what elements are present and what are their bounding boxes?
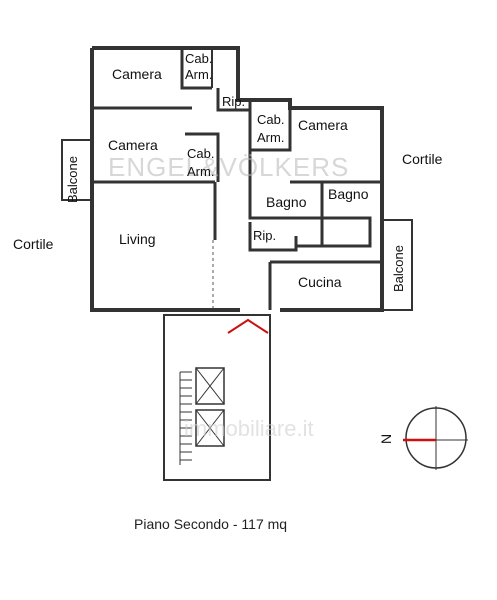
room-rip-2: Rip. <box>253 228 276 243</box>
entrance-marker <box>227 318 269 334</box>
compass: N <box>378 406 468 470</box>
room-camera-2: Camera <box>108 137 158 153</box>
watermark-brand: ENGEL&VÖLKERS <box>108 152 349 182</box>
room-cab-arm-3-line1: Cab. <box>257 112 284 127</box>
compass-north-label: N <box>378 434 394 444</box>
room-cab-arm-2-line1: Cab. <box>187 146 214 161</box>
room-rip-1: Rip. <box>222 94 245 109</box>
watermark-site: immobiliare.it <box>184 416 314 441</box>
room-cab-arm-1-line1: Cab. <box>185 51 212 66</box>
room-cab-arm-2-line2: Arm. <box>187 164 214 179</box>
room-camera-3: Camera <box>298 117 348 133</box>
room-balcone-left: Balcone <box>65 156 80 203</box>
room-camera-1: Camera <box>112 66 162 82</box>
plan-caption: Piano Secondo - 117 mq <box>134 516 287 532</box>
stairwell <box>163 314 271 481</box>
label-cortile-left: Cortile <box>13 236 54 252</box>
room-balcone-right: Balcone <box>391 245 406 292</box>
room-bagno-2: Bagno <box>328 186 369 202</box>
room-living: Living <box>119 231 156 247</box>
label-cortile-right: Cortile <box>402 151 443 167</box>
room-cucina: Cucina <box>298 274 342 290</box>
room-cab-arm-3-line2: Arm. <box>257 130 284 145</box>
room-cab-arm-1-line2: Arm. <box>185 67 212 82</box>
walls <box>61 46 413 312</box>
room-bagno-1: Bagno <box>266 194 307 210</box>
